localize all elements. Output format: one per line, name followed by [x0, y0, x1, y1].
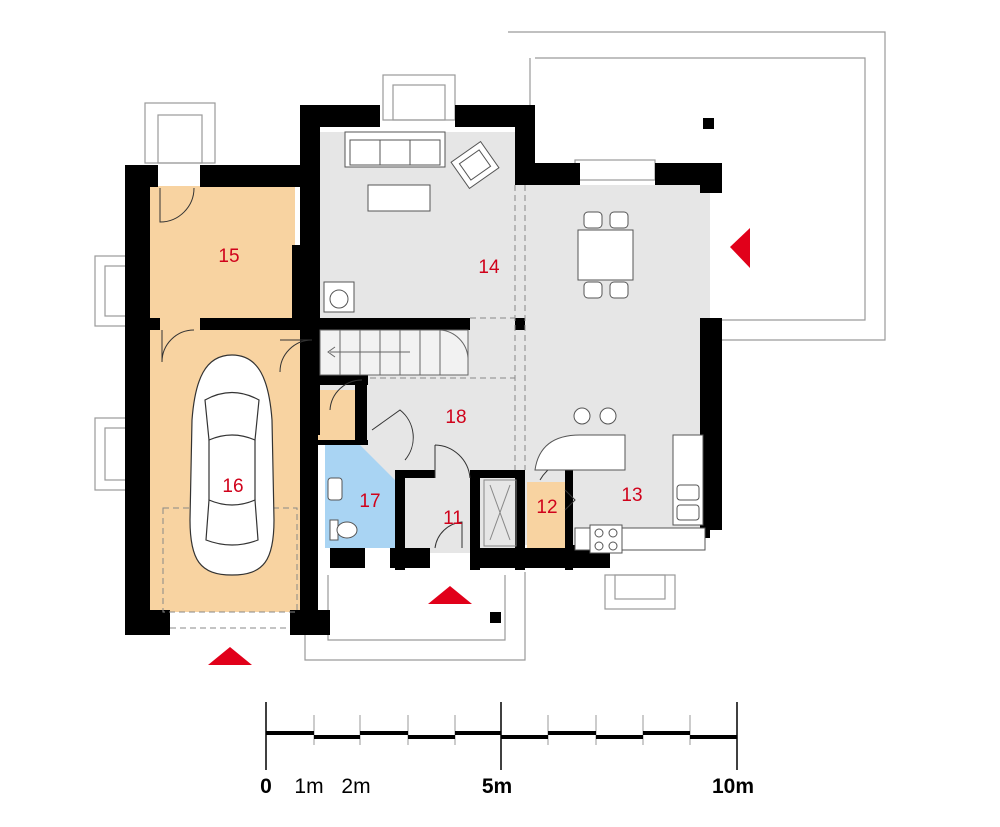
room-label-17: 17	[359, 491, 380, 512]
kitchen-island	[534, 434, 626, 471]
coffee-table	[367, 184, 431, 212]
scale-label-2m: 2m	[341, 775, 370, 798]
room-label-12: 12	[536, 497, 557, 518]
washing-machine-icon	[323, 281, 355, 313]
walls	[125, 105, 722, 635]
toilet-icon	[329, 519, 358, 541]
bathroom-floor	[325, 445, 395, 548]
scale-label-1m: 1m	[294, 775, 323, 798]
room-labels: 15 14 18 16 17 11 12 13	[218, 246, 642, 529]
room-label-18: 18	[445, 407, 466, 428]
room-label-13: 13	[621, 485, 642, 506]
bathroom-sink-icon	[327, 477, 343, 501]
scale-bar: 0 1m 2m 5m 10m	[260, 702, 754, 798]
room-label-15: 15	[218, 246, 239, 267]
sink-icon	[676, 484, 700, 521]
chimney-block	[703, 118, 714, 129]
room-label-11: 11	[443, 508, 463, 529]
pantry-floor	[527, 482, 570, 552]
sofa-icon	[344, 131, 446, 168]
doors	[159, 187, 581, 549]
entrance-arrow-icon	[208, 647, 252, 665]
room-label-16: 16	[222, 476, 243, 497]
car-icon	[189, 354, 275, 576]
entrance-arrow-icon	[730, 228, 750, 268]
scale-label-0: 0	[260, 775, 272, 798]
scale-label-10m: 10m	[712, 775, 754, 798]
bar-stools	[573, 407, 617, 425]
armchair-icon	[450, 140, 500, 190]
dashed-lines	[162, 185, 526, 629]
dining-table-icon	[577, 211, 634, 299]
room-label-14: 14	[478, 257, 500, 278]
entrance-arrow-icon	[428, 586, 472, 604]
staircase-icon	[319, 329, 469, 376]
stove-icon	[589, 524, 623, 554]
column-block	[490, 612, 501, 623]
scale-label-5m: 5m	[482, 775, 512, 798]
